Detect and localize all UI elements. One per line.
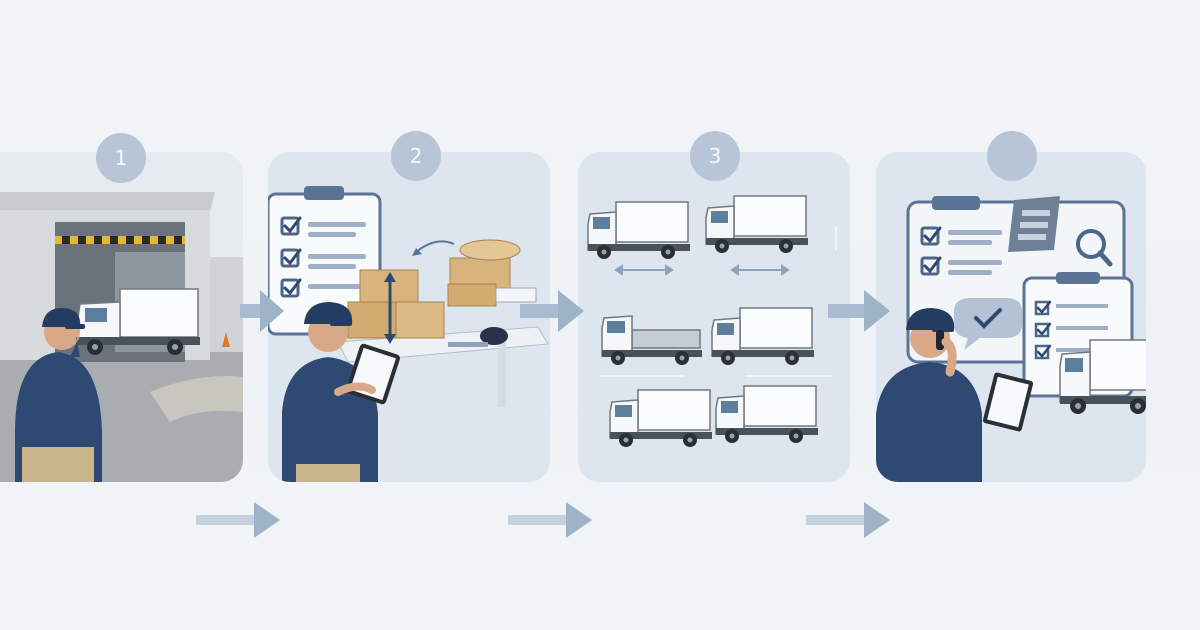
arrow-right-icon [828,290,890,332]
clipboard-boxes-icon [268,152,550,482]
step-badge-2: 2 [391,131,441,181]
step-badge-1: 1 [96,133,146,183]
step-badge-3: 3 [690,131,740,181]
arrow-right-icon [508,502,592,538]
arrow-right-icon [520,290,584,332]
step-1-panel [0,152,243,482]
warehouse-dock-icon [0,152,243,482]
clipboard-phone-icon [876,152,1146,482]
arrow-right-icon [240,290,284,332]
step-badge-4 [987,131,1037,181]
arrow-right-icon [196,502,280,538]
step-4-panel [876,152,1146,482]
step-2-panel [268,152,550,482]
arrow-right-icon [806,502,890,538]
step-3-panel [578,152,850,482]
truck-sizes-icon [578,152,850,482]
